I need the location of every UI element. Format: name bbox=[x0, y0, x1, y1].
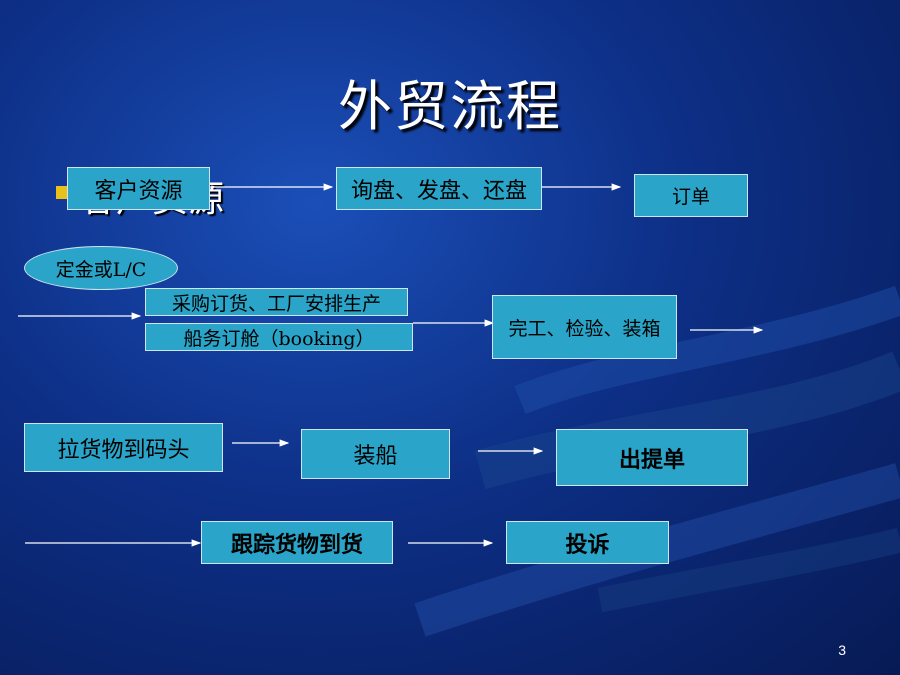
slide-title: 外贸流程 bbox=[338, 75, 562, 138]
loading-box: 装船 bbox=[301, 429, 450, 479]
tracking-box: 跟踪货物到货 bbox=[201, 521, 393, 564]
deposit-oval: 定金或L/C bbox=[24, 246, 178, 290]
customer-source-box: 客户资源 bbox=[67, 167, 210, 210]
finish-box: 完工、检验、装箱 bbox=[492, 295, 677, 359]
purchase-box: 采购订货、工厂安排生产 bbox=[145, 288, 408, 316]
to-dock-box: 拉货物到码头 bbox=[24, 423, 223, 472]
bullet-marker bbox=[56, 186, 69, 199]
bill-of-lading-box: 出提单 bbox=[556, 429, 748, 486]
inquiry-box: 询盘、发盘、还盘 bbox=[336, 167, 542, 210]
page-number: 3 bbox=[838, 642, 846, 658]
complaint-box: 投诉 bbox=[506, 521, 669, 564]
order-box: 订单 bbox=[634, 174, 748, 217]
booking-box: 船务订舱（booking） bbox=[145, 323, 413, 351]
